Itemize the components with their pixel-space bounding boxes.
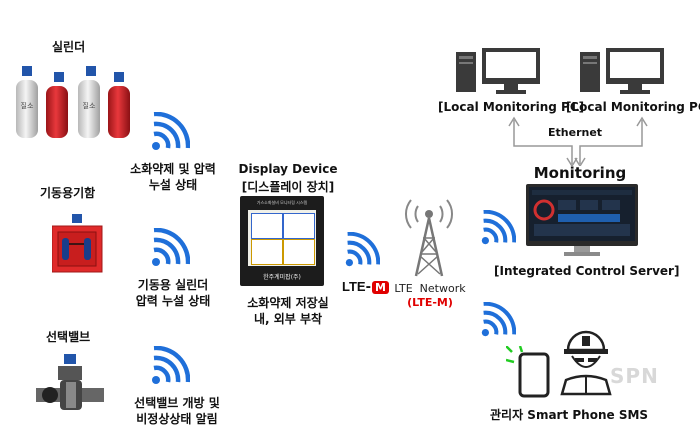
sensor-box [86,66,96,76]
wifi-icon [481,302,516,337]
display-caption-line1: 소화약제 저장실 [247,296,329,310]
sensor-box [64,354,76,364]
sensor-box [22,66,32,76]
smartphone-icon [506,346,550,398]
sensor-box [114,72,124,82]
wifi-icon [345,232,380,267]
display-device: 가스소화설비 모니터링 시스템 한주계미팝(주) [240,196,324,286]
monitoring-title: Monitoring [533,164,627,182]
local-pc-label-left: [Local Monitoring PC] [438,100,585,114]
valve-desc-line1: 선택밸브 개방 및 [134,396,220,410]
cylinder-desc-line1: 소화약제 및 압력 [130,162,216,176]
display-panel [283,213,315,239]
startup-desc-line1: 기동용 실린더 [137,278,209,292]
lte-m-logo: LTE-M [342,276,389,295]
sensor-box [54,72,64,82]
lte-network-label: LTE Network [394,282,466,295]
red-tank [108,86,130,138]
display-screen [248,210,316,266]
wifi-icon [152,346,190,384]
sensor-box [72,214,82,223]
manager-label: 관리자 Smart Phone SMS [490,408,649,422]
valve-desc-line2: 비정상상태 알림 [136,412,218,426]
local-pc-icon [456,48,540,94]
silver-tank [78,80,100,138]
worker-helmet-icon [560,330,612,396]
display-panel [283,239,315,265]
wifi-icon [481,210,516,245]
ethernet-label: Ethernet [548,126,603,139]
startup-box-illustration [52,214,103,273]
silver-tank [16,80,38,138]
cylinder-title: 실린더 [52,40,86,54]
wifi-icon [152,112,190,150]
lte-tower-icon [404,199,454,277]
tank-text: 질소 [83,102,96,110]
wifi-icon [152,228,190,266]
cylinder-group-illustration: 질소 질소 [16,66,130,138]
display-caption-line2: 내, 외부 부착 [253,312,323,326]
red-tank [46,86,68,138]
display-panel [251,239,283,265]
valve-title: 선택밸브 [46,330,91,344]
watermark: SPN [610,364,659,388]
local-pc-label-right: [Local Monitoring PC] [566,100,700,114]
startup-title: 기동용기함 [40,186,96,200]
lte-logo-text: LTE [342,279,366,294]
lte-network-sublabel: (LTE-M) [407,296,453,309]
display-title-line1: Display Device [238,162,338,176]
control-server-label: [Integrated Control Server] [494,264,680,278]
display-title-line2: [디스플레이 장치] [241,180,335,194]
local-pc-icon [580,48,664,94]
valve-illustration [36,354,104,410]
display-brand: 한주계미팝(주) [263,274,301,281]
control-server-monitor-icon [526,184,638,256]
ethernet-lines [508,116,648,166]
tank-text: 질소 [21,102,34,110]
display-panel [251,213,283,239]
lte-logo-m: M [372,281,389,294]
cylinder-desc-line2: 누설 상태 [148,178,198,192]
startup-desc-line2: 압력 누설 상태 [135,294,211,308]
display-screen-header: 가스소화설비 모니터링 시스템 [256,200,308,205]
